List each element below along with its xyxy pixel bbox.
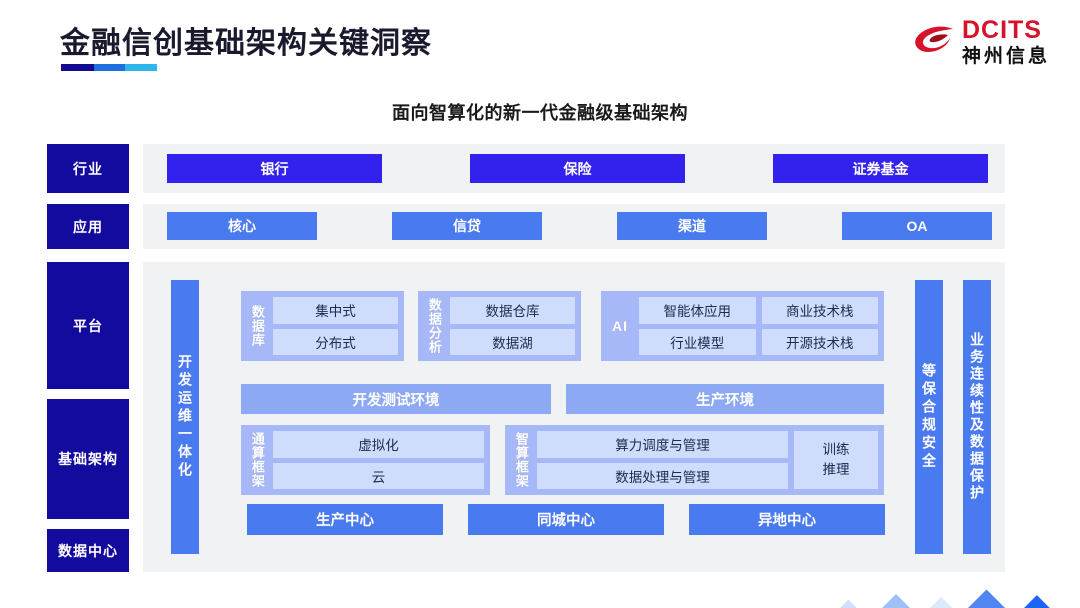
env-bar-dev-test[interactable]: 开发测试环境 — [241, 384, 551, 414]
chip-inference-label: 推理 — [822, 462, 850, 477]
title-accent-rule — [61, 64, 157, 71]
application-box-oa[interactable]: OA — [842, 212, 992, 240]
page-title: 金融信创基础架构关键洞察 — [60, 27, 432, 60]
accent-segment-cyan — [125, 64, 157, 71]
application-box-credit[interactable]: 信贷 — [392, 212, 542, 240]
group-general-compute-framework: 通算框架 虚拟化 云 — [241, 425, 490, 495]
group-label-intelligent-compute: 智算框架 — [513, 432, 529, 488]
application-panel: 核心 信贷 渠道 OA — [143, 204, 1005, 249]
rail-label-infrastructure: 基础架构 — [47, 399, 129, 519]
chip-centralized[interactable]: 集中式 — [273, 297, 398, 324]
group-body-ai: 智能体应用 行业模型 商业技术栈 开源技术栈 — [639, 297, 878, 355]
chip-distributed[interactable]: 分布式 — [273, 328, 398, 355]
stripe-4 — [954, 589, 1080, 608]
diagram-subtitle: 面向智算化的新一代金融级基础架构 — [392, 103, 688, 123]
group-data-analytics: 数据分析 数据仓库 数据湖 — [418, 291, 581, 361]
chip-virtualization[interactable]: 虚拟化 — [273, 431, 484, 458]
chip-cloud[interactable]: 云 — [273, 462, 484, 489]
industry-box-securities-fund[interactable]: 证券基金 — [773, 154, 988, 183]
chip-compute-scheduling[interactable]: 算力调度与管理 — [537, 431, 788, 458]
vertical-bar-business-continuity: 业务连续性及数据保护 — [963, 280, 991, 554]
group-body-general-compute: 虚拟化 云 — [273, 431, 484, 489]
application-box-core[interactable]: 核心 — [167, 212, 317, 240]
industry-box-bank[interactable]: 银行 — [167, 154, 382, 183]
intelligent-compute-stack: 算力调度与管理 数据处理与管理 — [537, 431, 788, 489]
chip-data-lake[interactable]: 数据湖 — [450, 328, 575, 355]
env-bar-production[interactable]: 生产环境 — [566, 384, 884, 414]
rail-label-industry: 行业 — [47, 144, 129, 193]
group-label-ai: AI — [612, 317, 628, 334]
brand-logo: DCITS 神州信息 — [912, 18, 1050, 66]
accent-segment-blue — [94, 64, 125, 71]
chip-data-warehouse[interactable]: 数据仓库 — [450, 297, 575, 324]
group-body-data-analytics: 数据仓库 数据湖 — [450, 297, 575, 355]
dcits-swirl-icon — [912, 20, 956, 64]
vertical-bar-compliance-security: 等保合规安全 — [915, 280, 943, 554]
group-body-intelligent-compute: 算力调度与管理 数据处理与管理 训练 推理 — [537, 431, 878, 489]
datacenter-box-remote-city[interactable]: 异地中心 — [689, 504, 885, 535]
rail-label-application: 应用 — [47, 204, 129, 249]
industry-panel: 银行 保险 证券基金 — [143, 144, 1005, 193]
stripe-1 — [830, 599, 1080, 608]
chip-industry-model[interactable]: 行业模型 — [639, 328, 756, 355]
group-intelligent-compute-framework: 智算框架 算力调度与管理 数据处理与管理 训练 推理 — [505, 425, 884, 495]
rail-label-datacenter: 数据中心 — [47, 529, 129, 572]
stripe-2 — [872, 593, 1080, 608]
vertical-bar-devops: 开发运维一体化 — [171, 280, 199, 554]
stripe-3 — [920, 596, 1080, 608]
chip-commercial-stack[interactable]: 商业技术栈 — [761, 297, 878, 324]
brand-name-cn: 神州信息 — [961, 46, 1050, 67]
group-label-data-analytics: 数据分析 — [426, 298, 442, 354]
stripe-5 — [1010, 595, 1080, 608]
chip-training-label: 训练 — [822, 441, 850, 457]
rail-label-platform: 平台 — [47, 262, 129, 389]
application-box-channel[interactable]: 渠道 — [617, 212, 767, 240]
ai-column-left: 智能体应用 行业模型 — [639, 297, 756, 355]
slide-header: 金融信创基础架构关键洞察 DCITS 神州信息 — [0, 0, 1080, 92]
brand-logo-text: DCITS 神州信息 — [961, 16, 1050, 67]
datacenter-box-production[interactable]: 生产中心 — [247, 504, 443, 535]
datacenter-box-same-city[interactable]: 同城中心 — [468, 504, 664, 535]
group-ai: AI 智能体应用 行业模型 商业技术栈 开源技术栈 — [601, 291, 884, 361]
group-label-general-compute: 通算框架 — [249, 432, 265, 488]
group-database: 数据库 集中式 分布式 — [241, 291, 404, 361]
chip-agent-application[interactable]: 智能体应用 — [639, 297, 756, 324]
group-body-database: 集中式 分布式 — [273, 297, 398, 355]
industry-box-insurance[interactable]: 保险 — [470, 154, 685, 183]
brand-name-en: DCITS — [961, 16, 1042, 44]
chip-opensource-stack[interactable]: 开源技术栈 — [761, 328, 878, 355]
accent-segment-navy — [61, 64, 94, 71]
chip-data-processing[interactable]: 数据处理与管理 — [537, 462, 788, 489]
ai-column-right: 商业技术栈 开源技术栈 — [761, 297, 878, 355]
chip-training-inference[interactable]: 训练 推理 — [794, 431, 878, 489]
group-label-database: 数据库 — [249, 305, 265, 347]
